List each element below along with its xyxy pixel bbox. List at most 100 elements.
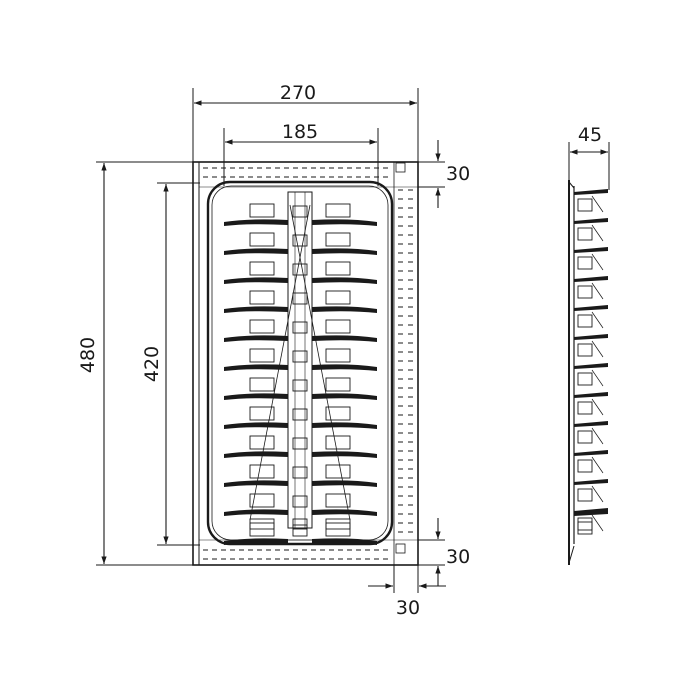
slot-bar-right <box>312 480 377 487</box>
side-brace <box>591 514 604 532</box>
side-brace <box>591 485 604 503</box>
dim-overall-width: 270 <box>280 82 316 104</box>
slot-cell <box>292 379 308 392</box>
side-rib <box>574 334 608 340</box>
side-cell <box>577 198 593 212</box>
slot-cell <box>325 435 351 450</box>
side-brace <box>591 195 604 213</box>
side-brace <box>591 369 604 387</box>
slot-cell <box>249 435 275 450</box>
side-brace <box>591 224 604 242</box>
slot-bar-left <box>224 306 288 313</box>
slot-cell <box>325 290 351 305</box>
slot-cell <box>249 406 275 421</box>
slot-cell <box>249 261 275 276</box>
side-rib <box>574 247 608 253</box>
side-rib <box>574 305 608 311</box>
dimensions-front <box>96 88 446 593</box>
slot-cell <box>325 232 351 247</box>
side-rib <box>574 363 608 369</box>
dim-side-margin: 30 <box>396 597 420 619</box>
corner-square-top <box>395 162 406 173</box>
side-cell <box>577 256 593 270</box>
slot-cell <box>249 493 275 508</box>
slot-bar-right <box>312 306 377 313</box>
side-cell <box>577 488 593 502</box>
side-brace <box>591 253 604 271</box>
slot-cell <box>325 518 351 530</box>
slot-cell <box>292 466 308 479</box>
diagonal-braces <box>249 204 351 521</box>
slot-bar-right <box>312 538 377 545</box>
dimensions-side <box>568 142 610 190</box>
dim-inner-height: 420 <box>141 346 163 382</box>
slot-cell <box>249 348 275 363</box>
side-rib <box>574 479 608 485</box>
side-rib <box>574 218 608 224</box>
side-cell <box>577 430 593 444</box>
slot-bar-right <box>312 451 377 458</box>
side-cell <box>577 517 593 531</box>
side-cell <box>577 401 593 415</box>
side-cell <box>577 285 593 299</box>
slot-cell <box>325 203 351 218</box>
slot-bar-left <box>224 248 288 255</box>
slot-cell <box>292 437 308 450</box>
side-rib <box>574 189 608 195</box>
side-cell <box>577 314 593 328</box>
slot-cell <box>325 406 351 421</box>
side-brace <box>591 340 604 358</box>
side-rib <box>574 450 608 456</box>
slot-bar-right <box>312 393 377 400</box>
slot-cell <box>249 319 275 334</box>
inner-tray <box>206 180 394 546</box>
slot-bar-left <box>224 335 288 342</box>
slot-cell <box>325 377 351 392</box>
slot-cell <box>292 263 308 276</box>
dim-top-margin: 30 <box>446 163 470 185</box>
slot-cell <box>292 408 308 421</box>
slot-cell <box>249 203 275 218</box>
slot-bar-left <box>224 219 288 226</box>
slot-cell <box>292 321 308 334</box>
front-view <box>192 161 419 566</box>
side-brace <box>591 282 604 300</box>
slot-bar-right <box>312 509 377 516</box>
slot-cell <box>325 522 351 537</box>
side-cell <box>577 343 593 357</box>
side-rib <box>574 392 608 398</box>
slot-bar-left <box>224 509 288 516</box>
slot-bar-left <box>224 480 288 487</box>
slot-cell <box>292 518 308 530</box>
slot-bar-right <box>312 277 377 284</box>
slot-cell <box>249 518 275 530</box>
slot-cell <box>325 261 351 276</box>
plate-slots <box>224 203 377 545</box>
perforation-pattern <box>203 167 413 560</box>
slot-cell <box>292 205 308 218</box>
slot-cell <box>249 232 275 247</box>
slot-bar-left <box>224 393 288 400</box>
slot-cell <box>249 377 275 392</box>
side-ribs <box>574 189 608 535</box>
dim-overall-height: 480 <box>77 337 99 373</box>
side-cell <box>577 521 593 535</box>
slot-bar-right <box>312 219 377 226</box>
side-rib <box>574 276 608 282</box>
slot-cell <box>249 522 275 537</box>
slot-cell <box>325 348 351 363</box>
slot-cell <box>249 464 275 479</box>
slot-bar-left <box>224 277 288 284</box>
side-cell <box>577 372 593 386</box>
slot-cell <box>325 319 351 334</box>
side-cell <box>577 227 593 241</box>
slot-cell <box>249 290 275 305</box>
corner-square-bottom <box>395 543 406 554</box>
side-brace <box>591 427 604 445</box>
side-brace <box>591 456 604 474</box>
slot-bar-left <box>224 364 288 371</box>
slot-cell <box>292 350 308 363</box>
slot-cell <box>292 524 308 537</box>
slot-bar-right <box>312 335 377 342</box>
